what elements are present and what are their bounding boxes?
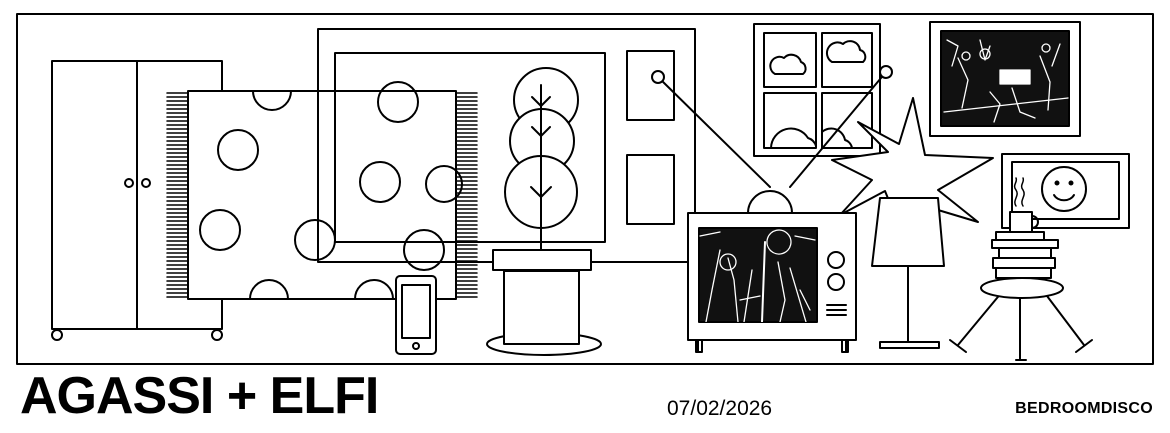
cloud-window bbox=[753, 23, 881, 157]
event-date: 07/02/2026 bbox=[667, 397, 773, 420]
lamp-wires bbox=[651, 65, 893, 214]
tv-set bbox=[687, 212, 857, 353]
side-table bbox=[949, 277, 1093, 361]
potted-tree bbox=[486, 67, 602, 356]
book-stack bbox=[991, 231, 1059, 279]
brand-name: BEDROOMDISCO bbox=[1015, 400, 1153, 417]
illustration-frame bbox=[16, 13, 1154, 365]
event-title: AGASSI + ELFI bbox=[20, 367, 379, 425]
smiley-frame bbox=[1001, 153, 1130, 229]
phone-icon bbox=[395, 275, 437, 355]
wall-photo-frame bbox=[929, 21, 1081, 137]
coffee-mug-icon bbox=[1009, 177, 1039, 233]
cloud-icon bbox=[769, 53, 807, 75]
polka-dot-rug bbox=[166, 81, 478, 300]
cloud-icon bbox=[825, 40, 867, 63]
star-lamp bbox=[831, 97, 994, 349]
smiley-icon bbox=[1041, 166, 1087, 212]
